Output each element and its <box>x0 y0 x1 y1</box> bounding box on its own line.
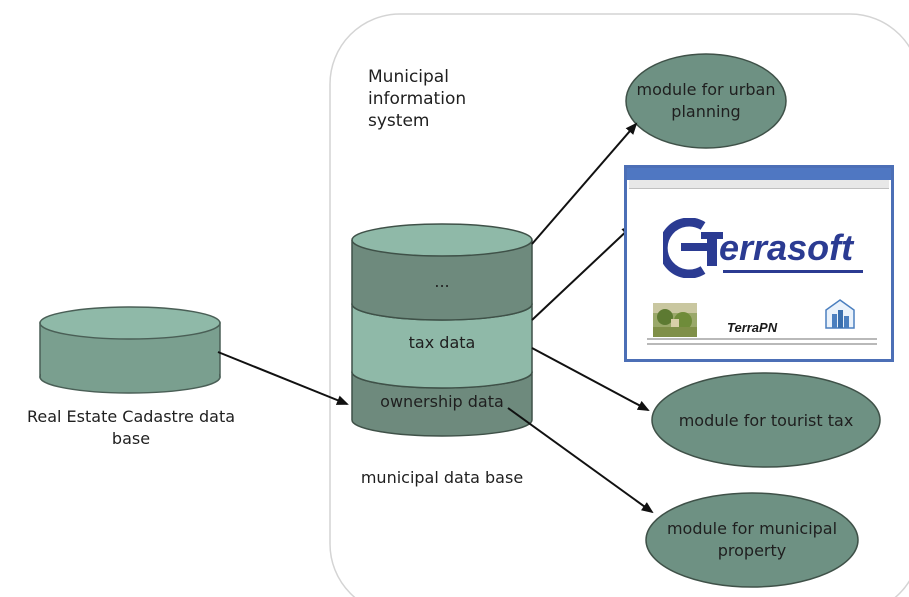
container-title-line-1: Municipal <box>368 67 449 87</box>
db-layer-tax-label: tax data <box>408 333 476 352</box>
municipal-db-cylinder <box>351 223 533 437</box>
module-municipal-property-line-2: property <box>717 541 787 560</box>
municipal-db-caption: municipal data base <box>360 468 524 487</box>
terrasoft-logo-text: errasoft <box>719 227 854 268</box>
terrasoft-software-window: errasoft TerraPN <box>624 165 894 362</box>
arrow-db-to-tourist-tax <box>531 347 650 411</box>
module-urban-planning-label: module for urban planning <box>626 79 786 123</box>
container-title-line-3: system <box>368 111 430 131</box>
module-urban-planning-ellipse <box>625 53 787 149</box>
module-tourist-tax-label: module for tourist tax <box>652 410 880 432</box>
arrow-db-to-municipal-property <box>507 407 654 514</box>
module-municipal-property-ellipse <box>645 492 859 588</box>
container-title-line-2: information <box>368 89 467 109</box>
module-urban-planning-line-1: module for urban <box>636 80 776 99</box>
landscape-photo-thumbnail <box>653 303 697 337</box>
cadastre-db-label-line-1: Real Estate Cadastre data <box>26 407 236 426</box>
cadastre-db-label-line-2: base <box>111 429 151 448</box>
window-title-bar <box>627 168 891 180</box>
container-title: Municipal information system <box>368 66 466 132</box>
window-menu-bar <box>629 180 889 189</box>
real-estate-cadastre-db-cylinder <box>39 306 221 394</box>
cadastre-db-label: Real Estate Cadastre data base <box>0 406 262 450</box>
terrasoft-logo-mark <box>663 218 723 278</box>
terrapn-product-name: TerraPN <box>727 320 778 335</box>
module-tourist-tax-ellipse <box>651 372 881 468</box>
arrow-cadastre-to-municipal-db <box>217 351 349 405</box>
arrow-db-to-urban-planning <box>531 122 638 245</box>
module-municipal-property-line-1: module for municipal <box>666 519 838 538</box>
db-layer-top-label: ... <box>434 272 450 291</box>
logo-underline <box>723 270 863 273</box>
building-emblem-icon <box>825 299 855 329</box>
arrow-db-to-terrasoft <box>531 224 634 321</box>
module-municipal-property-label: module for municipal property <box>646 518 858 562</box>
module-tourist-tax-line-1: module for tourist tax <box>678 411 854 430</box>
module-urban-planning-line-2: planning <box>671 102 741 121</box>
window-fine-print <box>647 338 877 352</box>
db-layer-ownership-label: ownership data <box>380 392 504 411</box>
